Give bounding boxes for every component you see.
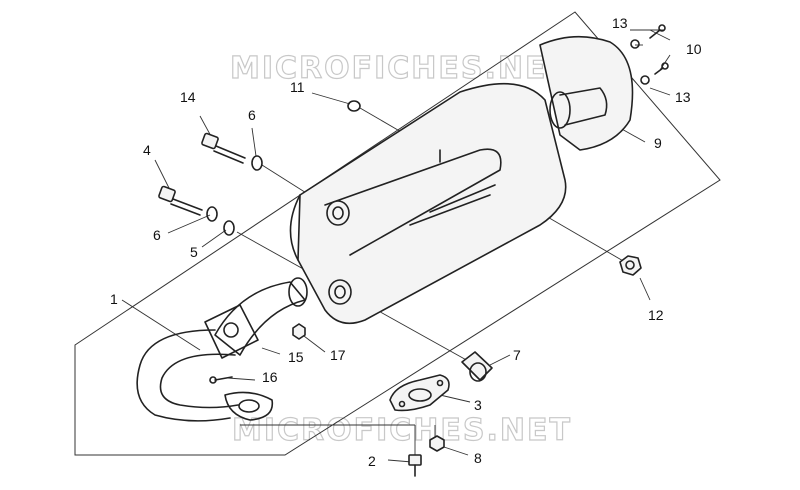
callout-4: 4 xyxy=(143,142,151,158)
nut-8 xyxy=(429,435,445,452)
callout-6-upper: 6 xyxy=(248,107,256,123)
end-cap-guard xyxy=(539,35,634,151)
callout-9: 9 xyxy=(654,135,662,151)
bolt-4 xyxy=(158,185,203,216)
callout-7: 7 xyxy=(513,347,521,363)
callout-10: 10 xyxy=(686,41,702,57)
callout-14: 14 xyxy=(180,89,196,105)
callout-12: 12 xyxy=(648,307,664,323)
washer-13-upper xyxy=(630,39,640,49)
callout-11: 11 xyxy=(290,79,305,95)
screws-10 xyxy=(649,24,669,75)
lower-bushing-hole xyxy=(334,285,346,299)
callout-13-lower: 13 xyxy=(675,89,691,105)
bolt-14 xyxy=(201,132,246,164)
callout-17: 17 xyxy=(330,347,346,363)
stud-16 xyxy=(209,376,233,384)
washer-6-upper xyxy=(251,155,263,171)
exhaust-pipe xyxy=(136,277,308,422)
callout-8: 8 xyxy=(474,450,482,466)
nut-17 xyxy=(292,323,306,340)
muffler-body xyxy=(289,82,567,325)
upper-bushing xyxy=(326,200,350,226)
callout-6-lower: 6 xyxy=(153,227,161,243)
callout-2: 2 xyxy=(368,453,376,469)
upper-bushing-hole xyxy=(332,206,344,220)
washer-5 xyxy=(223,220,235,236)
callout-16: 16 xyxy=(262,369,278,385)
washer-6-lower xyxy=(206,206,218,222)
gasket-3 xyxy=(389,374,450,412)
assembly-boundary xyxy=(74,11,721,456)
washer-11 xyxy=(347,100,361,112)
callout-3: 3 xyxy=(474,397,482,413)
washer-13-lower xyxy=(640,75,650,85)
callout-5: 5 xyxy=(190,244,198,260)
watermark-top: MICROFICHES.NET xyxy=(230,51,570,86)
nut-12 xyxy=(619,255,642,276)
watermark-bottom: MICROFICHES.NET xyxy=(232,413,572,448)
callout-15: 15 xyxy=(288,349,304,365)
bushing-7 xyxy=(461,351,493,382)
screw-2 xyxy=(408,454,422,477)
callout-13-upper: 13 xyxy=(612,15,628,31)
lower-bushing xyxy=(328,279,352,305)
callout-1: 1 xyxy=(110,291,118,307)
